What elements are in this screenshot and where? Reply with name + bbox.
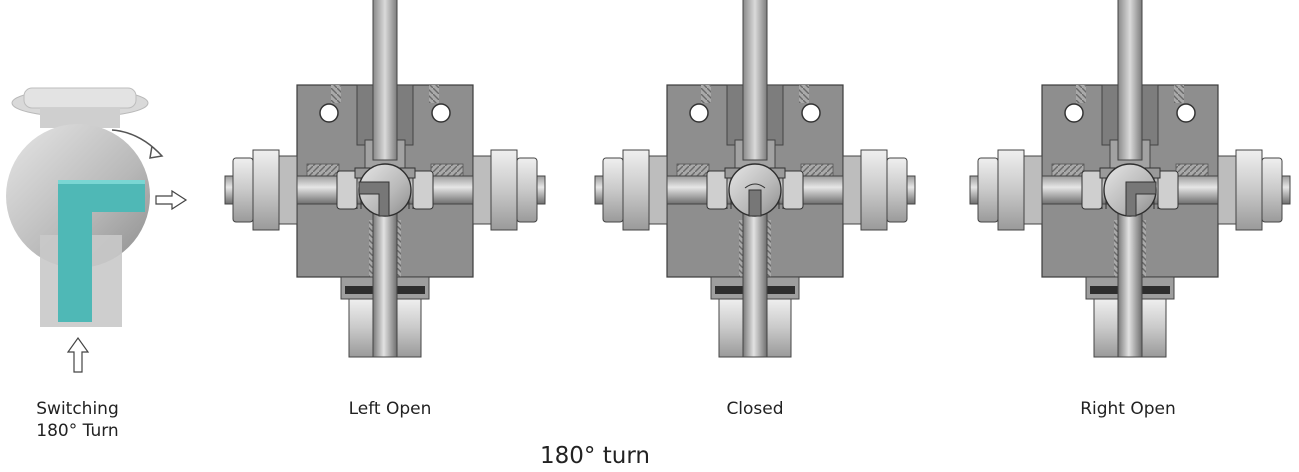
switching-ball-illustration [6,87,188,373]
valve-right-open [969,0,1291,358]
switching-caption-line2: 180° Turn [36,421,119,441]
up-arrow-icon [66,336,90,373]
rotation-arrow-icon [111,129,164,159]
ball-bore-left-down [358,181,390,217]
left-open-label: Left Open [348,399,432,419]
valve-left-open [224,0,546,358]
ball-bore-down [748,189,762,217]
ball-bore-right-down [1125,181,1157,217]
turn-label: 180° turn [540,443,650,469]
right-open-label: Right Open [1080,399,1176,419]
valve-closed [594,0,916,358]
switching-caption: Switching 180° Turn [20,398,135,442]
right-arrow-icon [155,189,188,211]
switching-caption-line1: Switching [36,399,119,419]
closed-label: Closed [726,399,784,419]
flow-path-shape [58,182,145,322]
